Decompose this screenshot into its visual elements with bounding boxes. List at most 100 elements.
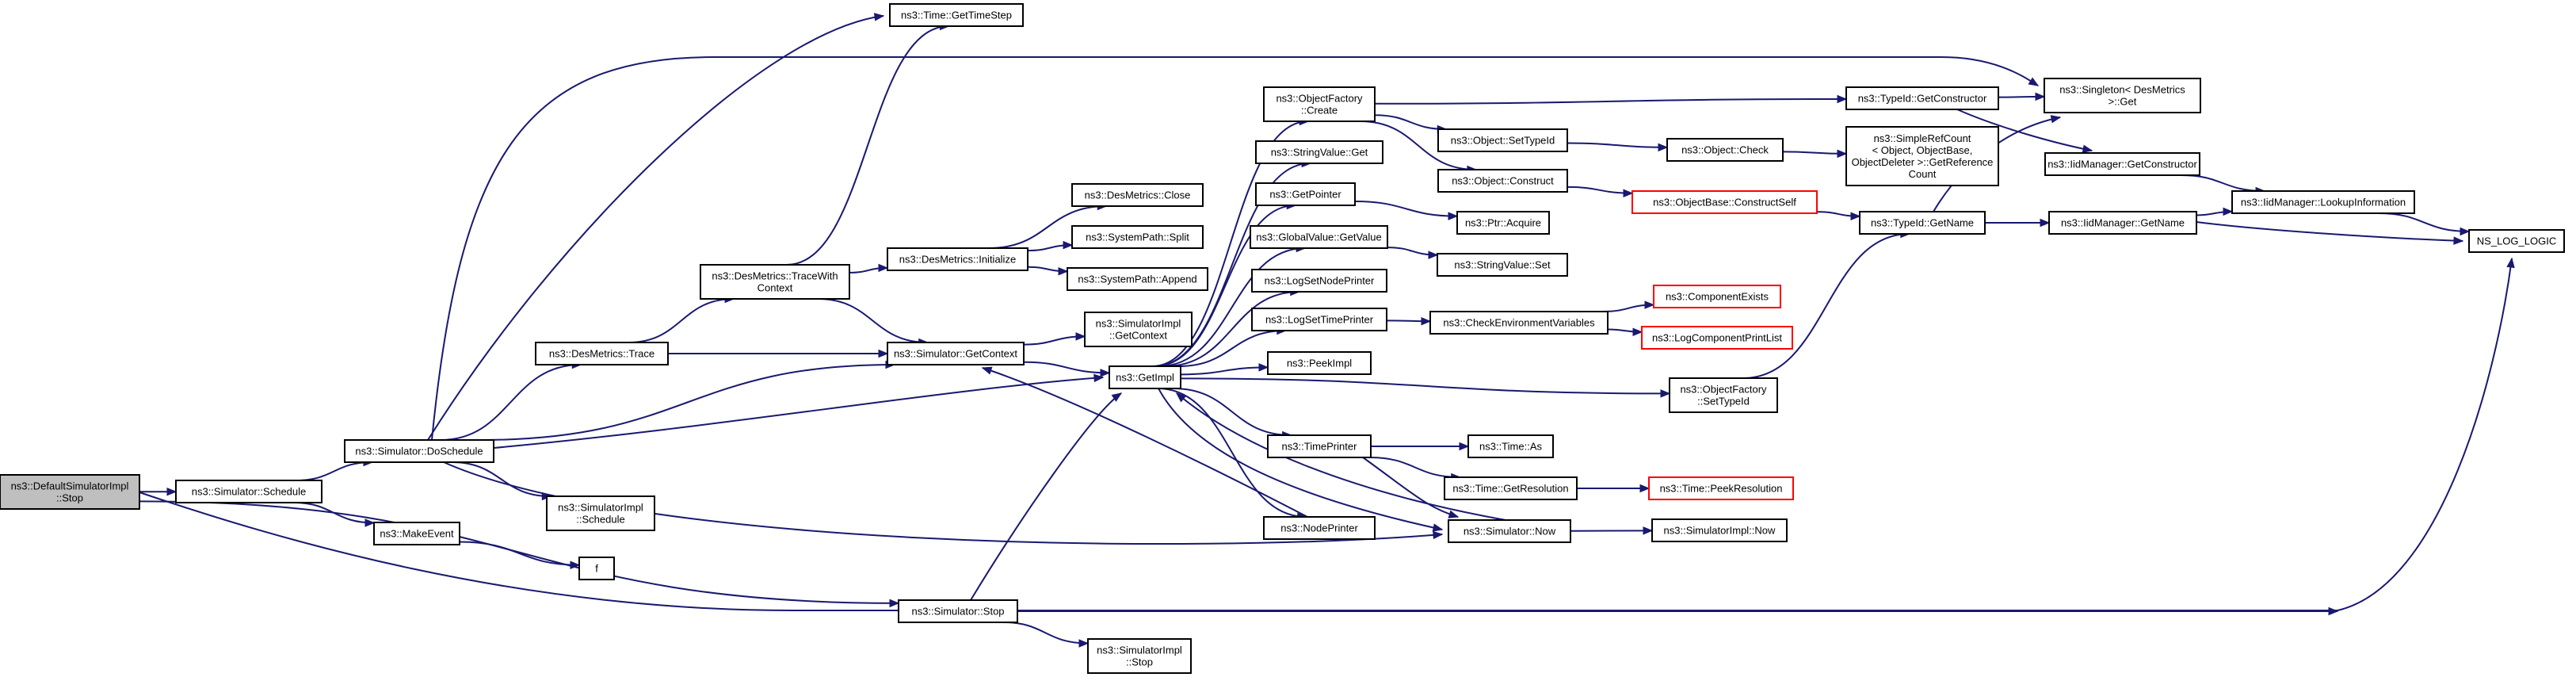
function-node[interactable]: ns3::IidManager::GetConstructor: [2044, 152, 2200, 176]
function-node[interactable]: ns3::Ptr::Acquire: [1456, 211, 1550, 235]
node-label: ns3::LogSetNodePrinter: [1265, 274, 1375, 286]
function-node[interactable]: ns3::SimulatorImpl::GetContext: [1084, 312, 1193, 347]
node-label: ns3::LogComponentPrintList: [1652, 331, 1782, 343]
function-node[interactable]: ns3::Simulator::Schedule: [175, 480, 322, 503]
edge-line: [1567, 186, 1633, 194]
edge-n0-n2: [139, 500, 900, 608]
function-node[interactable]: NS_LOG_LOGIC: [2468, 229, 2565, 253]
edge-line: [1362, 457, 1459, 518]
node-box: [344, 439, 494, 463]
node-label: ns3::IidManager::GetConstructor: [2047, 158, 2197, 170]
function-node[interactable]: ns3::ObjectBase::ConstructSelf: [1631, 190, 1818, 214]
node-box: [887, 247, 1028, 271]
arrow-head-icon: [1448, 510, 1460, 518]
arrow-head-icon: [878, 349, 889, 358]
node-box: [2468, 229, 2565, 253]
function-node[interactable]: ns3::GetImpl: [1109, 365, 1181, 389]
arrow-head-icon: [2082, 144, 2093, 153]
node-label: ns3::Simulator::DoSchedule: [355, 445, 483, 457]
function-node[interactable]: ns3::TypeId::GetConstructor: [1845, 86, 1999, 110]
function-node[interactable]: ns3::Object::SetTypeId: [1437, 128, 1568, 152]
function-node[interactable]: ns3::CheckEnvironmentVariables: [1429, 311, 1609, 335]
function-node[interactable]: ns3::PeekImpl: [1267, 351, 1372, 375]
function-node[interactable]: ns3::Simulator::DoSchedule: [344, 439, 494, 463]
function-node[interactable]: ns3::IidManager::GetName: [2048, 211, 2197, 235]
node-box: [1255, 182, 1356, 206]
function-node[interactable]: ns3::Simulator::GetContext: [887, 342, 1025, 365]
function-node[interactable]: ns3::IidManager::LookupInformation: [2231, 190, 2415, 214]
arrow-head-icon: [2040, 218, 2051, 228]
edge-n14-n16: [1027, 240, 1074, 252]
function-node[interactable]: ns3::LogSetNodePrinter: [1251, 269, 1387, 293]
function-node[interactable]: ns3::Singleton< DesMetrics>::Get: [2044, 78, 2201, 113]
function-node[interactable]: ns3::TypeId::GetName: [1859, 211, 1986, 235]
node-box: [1631, 190, 1818, 214]
function-node[interactable]: ns3::DesMetrics::Close: [1071, 183, 1204, 207]
function-node[interactable]: ns3::ObjectFactory::SetTypeId: [1669, 377, 1778, 413]
function-node[interactable]: ns3::NodePrinter: [1263, 516, 1376, 540]
arrow-head-icon: [2035, 92, 2046, 101]
node-label: ns3::ObjectFactory: [1276, 92, 1363, 104]
function-node[interactable]: ns3::SimulatorImpl::Schedule: [546, 495, 655, 531]
function-node[interactable]: ns3::MakeEvent: [373, 522, 460, 545]
edge-n13-n14: [849, 263, 889, 274]
node-box: [1071, 225, 1204, 249]
function-node[interactable]: ns3::TimePrinter: [1267, 434, 1372, 458]
function-node[interactable]: ns3::SimulatorImpl::Stop: [1087, 638, 1192, 674]
function-node[interactable]: ns3::ObjectFactory::Create: [1263, 86, 1376, 122]
node-label: ns3::Simulator::GetContext: [894, 347, 1017, 359]
function-node[interactable]: ns3::Time::GetTimeStep: [889, 3, 1024, 27]
node-box: [546, 495, 655, 531]
node-box: [1255, 140, 1383, 164]
function-node[interactable]: ns3::Time::As: [1467, 434, 1554, 458]
edge-line: [988, 205, 1107, 249]
function-node[interactable]: ns3::GetPointer: [1255, 182, 1356, 206]
arrow-head-icon: [1623, 189, 1634, 198]
node-label: ns3::ObjectBase::ConstructSelf: [1653, 196, 1796, 208]
function-node[interactable]: ns3::SystemPath::Split: [1071, 225, 1204, 249]
function-node[interactable]: ns3::DesMetrics::Trace: [535, 342, 669, 365]
arrow-head-icon: [1448, 212, 1459, 220]
arrow-head-icon: [889, 599, 900, 608]
function-node[interactable]: ns3::Time::PeekResolution: [1648, 476, 1794, 500]
edge-n2-n10: [970, 392, 1123, 601]
function-node[interactable]: ns3::LogSetTimePrinter: [1251, 308, 1387, 331]
function-node[interactable]: ns3::SystemPath::Append: [1067, 267, 1208, 291]
function-node[interactable]: ns3::Object::Check: [1666, 138, 1784, 162]
node-box: [1267, 434, 1372, 458]
arrow-head-icon: [1058, 267, 1069, 276]
function-node[interactable]: ns3::GlobalValue::GetValue: [1250, 225, 1388, 249]
function-node[interactable]: ns3::Simulator::Now: [1448, 519, 1571, 543]
function-node[interactable]: ns3::Simulator::Stop: [898, 599, 1018, 623]
node-label: ns3::GlobalValue::GetValue: [1256, 231, 1382, 243]
edge-n14-n17: [1027, 266, 1069, 276]
function-node[interactable]: ns3::Time::GetResolution: [1444, 476, 1578, 500]
function-node[interactable]: ns3::DesMetrics::Initialize: [887, 247, 1028, 271]
function-node[interactable]: ns3::ComponentExists: [1653, 285, 1781, 308]
function-node[interactable]: ns3::LogComponentPrintList: [1641, 326, 1793, 350]
node-box: [535, 342, 669, 365]
edge-line: [1369, 457, 1460, 478]
node-label: ns3::Object::Construct: [1452, 174, 1554, 186]
function-node[interactable]: ns3::StringValue::Set: [1437, 253, 1568, 277]
function-node[interactable]: f: [578, 557, 615, 580]
function-node[interactable]: ns3::DefaultSimulatorImpl::Stop: [0, 474, 140, 510]
node-label: ::GetContext: [1109, 329, 1167, 341]
node-box: [2044, 78, 2201, 113]
function-node[interactable]: ns3::SimulatorImpl::Now: [1651, 518, 1788, 542]
arrow-head-icon: [1100, 369, 1111, 377]
edge-line: [970, 392, 1122, 601]
function-node[interactable]: ns3::StringValue::Get: [1255, 140, 1383, 164]
node-box: [1448, 519, 1571, 543]
node-label: ns3::Singleton< DesMetrics: [2059, 83, 2185, 95]
function-node[interactable]: ns3::SimpleRefCount< Object, ObjectBase,…: [1845, 126, 1999, 186]
function-node[interactable]: ns3::Object::Construct: [1437, 169, 1568, 193]
node-label: ns3::SimulatorImpl::Now: [1664, 524, 1776, 536]
node-box: [1648, 476, 1794, 500]
edge-n11-n47: [1570, 526, 1654, 535]
node-box: [1437, 128, 1568, 152]
node-label: ns3::SimpleRefCount: [1874, 132, 1971, 144]
edge-line: [1154, 205, 1296, 367]
